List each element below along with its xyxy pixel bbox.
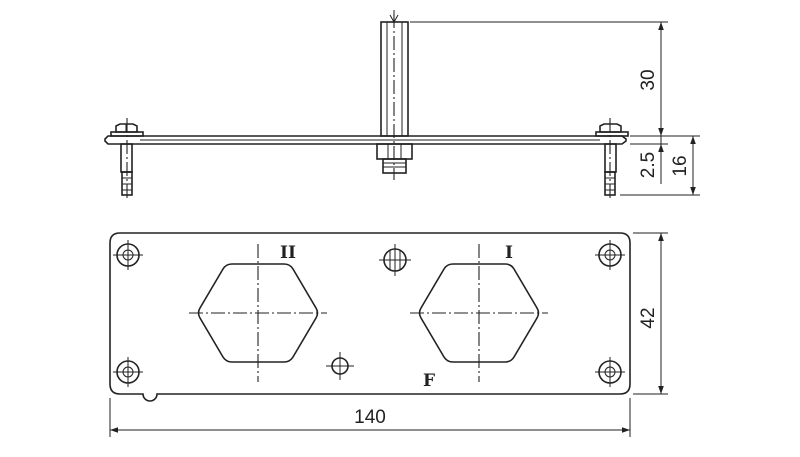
corner-screw-top-left <box>113 240 143 270</box>
side-stem <box>380 10 409 180</box>
dim-plate-width: 140 <box>354 407 386 428</box>
front-view: II I F 42 140 <box>109 232 668 437</box>
center-stem-top <box>379 244 411 276</box>
front-plate <box>109 232 631 402</box>
side-view: 30 2.5 16 <box>104 10 700 200</box>
corner-screw-top-right <box>595 240 625 270</box>
dim-plate-thickness: 2.5 <box>638 152 659 178</box>
corner-screw-bottom-right <box>595 357 625 387</box>
reference-mark <box>326 352 354 380</box>
side-plate <box>104 135 627 145</box>
hex-port-left <box>189 244 327 382</box>
port-label-right: I <box>505 243 513 263</box>
side-screw-left <box>110 118 144 200</box>
dim-screw-depth: 16 <box>670 155 691 176</box>
dim-plate-height: 42 <box>638 307 659 328</box>
corner-screw-bottom-left <box>113 357 143 387</box>
hex-port-right <box>410 244 548 382</box>
marker-label: F <box>423 371 435 391</box>
port-label-left: II <box>280 243 296 263</box>
side-screw-right <box>595 118 629 200</box>
dim-stem-height: 30 <box>638 69 659 90</box>
side-nut <box>376 143 413 174</box>
